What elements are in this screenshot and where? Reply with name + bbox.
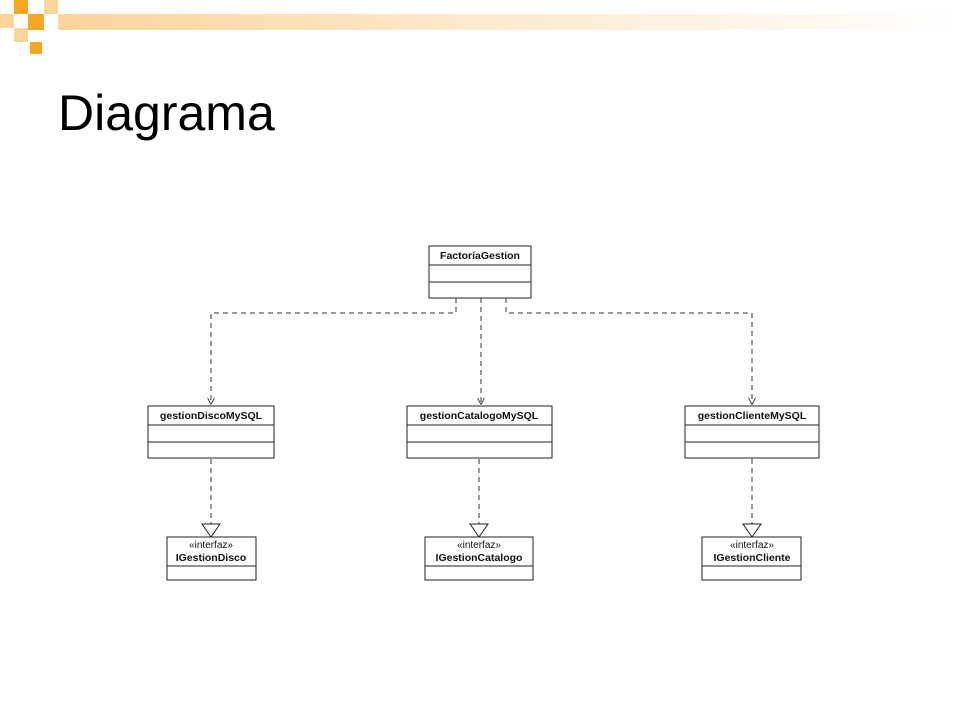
realization-arrowhead (469, 523, 489, 538)
deco-square (14, 28, 28, 42)
dependency-edge-disco (211, 298, 457, 404)
header-decoration (0, 0, 960, 60)
interface-igestion-cliente: «interfaz» IGestionCliente (701, 536, 802, 581)
deco-square (44, 0, 58, 14)
interface-igestion-catalogo: «interfaz» IGestionCatalogo (424, 536, 534, 581)
dependency-edge-cliente (505, 298, 752, 404)
deco-square (30, 42, 42, 54)
interface-stereotype: «interfaz» (457, 540, 501, 551)
class-name: gestionDiscoMySQL (160, 410, 263, 422)
realization-edges (201, 459, 762, 538)
interface-igestion-disco: «interfaz» IGestionDisco (166, 536, 257, 581)
class-factoria-gestion: FactoríaGestion (428, 245, 532, 299)
interface-stereotype: «interfaz» (730, 540, 774, 551)
interface-name: IGestionDisco (176, 552, 247, 564)
realization-arrowhead (742, 523, 762, 538)
class-name: FactoríaGestion (440, 250, 520, 262)
class-name: gestionClienteMySQL (698, 410, 807, 422)
interface-name: IGestionCatalogo (436, 552, 523, 564)
class-name: gestionCatalogoMySQL (420, 410, 539, 422)
dependency-edges (211, 298, 752, 404)
deco-square (28, 14, 44, 30)
class-gestion-cliente-mysql: gestionClienteMySQL (684, 405, 820, 459)
header-gradient-bar (58, 14, 960, 30)
deco-square (14, 0, 28, 14)
deco-square (0, 14, 14, 28)
realization-arrowhead (201, 523, 221, 538)
interface-name: IGestionCliente (713, 552, 790, 564)
class-gestion-catalogo-mysql: gestionCatalogoMySQL (406, 405, 553, 459)
class-gestion-disco-mysql: gestionDiscoMySQL (147, 405, 275, 459)
slide-title: Diagrama (58, 85, 275, 141)
interface-stereotype: «interfaz» (189, 540, 233, 551)
